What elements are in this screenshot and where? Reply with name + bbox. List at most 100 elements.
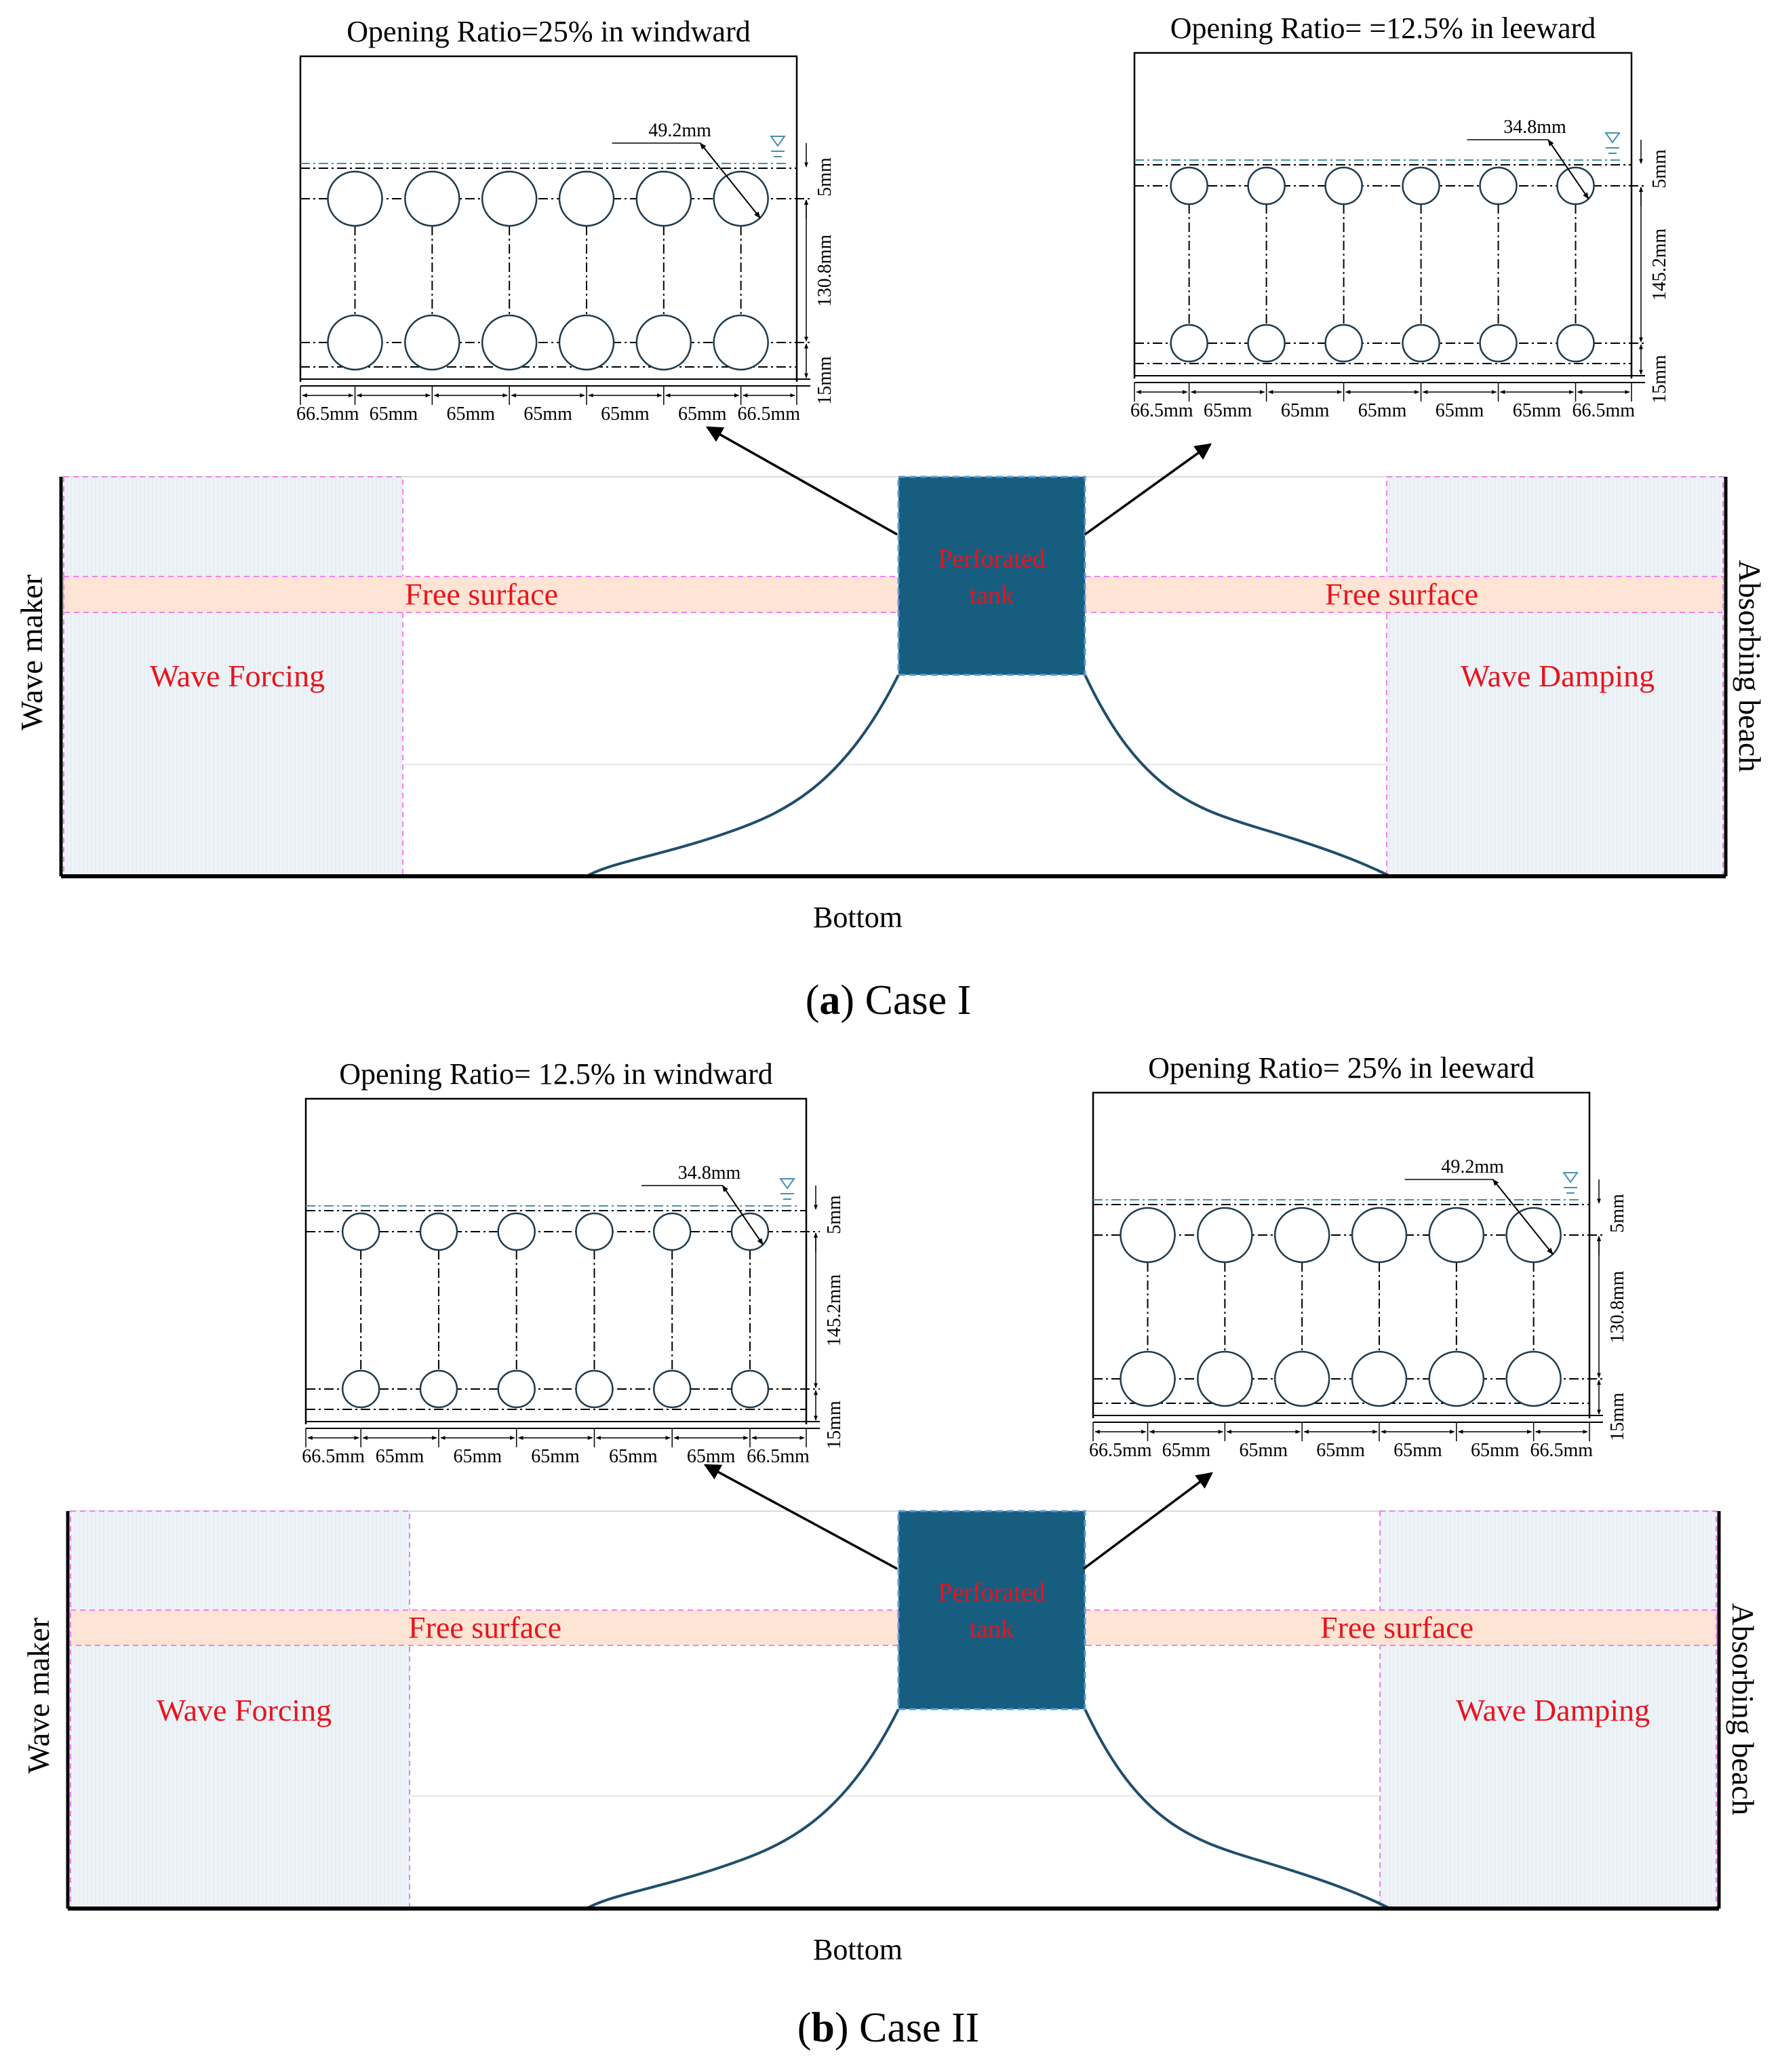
opening-hole bbox=[1273, 1207, 1330, 1264]
slope-left bbox=[586, 1708, 900, 1910]
opening-hole bbox=[1120, 1350, 1176, 1407]
free-surface-label-left: Free surface bbox=[408, 1610, 561, 1645]
inset-a-leeward: Opening Ratio= =12.5% in leeward 66.5mm 65… bbox=[1130, 12, 1670, 421]
free-surface-label-right: Free surface bbox=[1320, 1610, 1474, 1645]
diameter-label: 34.8mm bbox=[1503, 117, 1566, 138]
panel-caption-letter: b bbox=[811, 2005, 834, 2051]
perforated-tank bbox=[897, 1510, 1086, 1711]
top-dim-label: 5mm bbox=[814, 157, 835, 197]
inset-frame bbox=[304, 1097, 808, 1424]
opening-hole bbox=[481, 314, 538, 371]
panel-caption-letter: a bbox=[819, 977, 840, 1023]
opening-hole bbox=[635, 170, 692, 227]
opening-hole bbox=[575, 1212, 614, 1251]
spacing-label: 65mm bbox=[1358, 400, 1407, 421]
bottom-label: Bottom bbox=[813, 1933, 903, 1966]
panel-caption: (b) Case II bbox=[797, 2005, 980, 2051]
spacing-label: 65mm bbox=[1239, 1440, 1288, 1461]
opening-hole bbox=[327, 170, 383, 227]
opening-hole bbox=[1247, 166, 1286, 206]
spacing-label: 66.5mm bbox=[747, 1446, 810, 1467]
wave-forcing-zone bbox=[70, 1510, 410, 1909]
opening-hole bbox=[575, 1369, 614, 1409]
opening-hole bbox=[341, 1369, 380, 1409]
spacing-label: 66.5mm bbox=[1572, 400, 1635, 421]
spacing-label: 65mm bbox=[1281, 400, 1330, 421]
mid-dim-label: 130.8mm bbox=[814, 235, 835, 307]
perforated-tank bbox=[897, 475, 1086, 676]
opening-hole bbox=[1170, 324, 1208, 363]
spacing-label: 65mm bbox=[1513, 400, 1562, 421]
wave-forcing-label: Wave Forcing bbox=[157, 1693, 332, 1727]
wave-damping-zone bbox=[1386, 476, 1724, 877]
wave-forcing-zone bbox=[63, 476, 403, 877]
mid-dim-label: 145.2mm bbox=[1649, 229, 1670, 301]
opening-hole bbox=[341, 1212, 380, 1251]
opening-hole bbox=[1402, 166, 1440, 206]
spacing-label: 65mm bbox=[601, 404, 650, 425]
wave-maker-label: Wave maker bbox=[14, 574, 49, 730]
spacing-label: 65mm bbox=[531, 1446, 580, 1467]
diameter-label: 34.8mm bbox=[678, 1162, 741, 1184]
opening-hole bbox=[1428, 1350, 1485, 1407]
pointer-arrow bbox=[1082, 1472, 1213, 1570]
free-surface-band-right bbox=[1084, 576, 1724, 613]
spacing-label: 65mm bbox=[376, 1446, 424, 1467]
opening-hole bbox=[419, 1369, 458, 1409]
wave-forcing-label: Wave Forcing bbox=[150, 659, 325, 693]
top-dim-label: 5mm bbox=[1649, 149, 1670, 189]
inset-title: Opening Ratio=25% in windward bbox=[347, 15, 751, 48]
spacing-label: 65mm bbox=[1471, 1440, 1520, 1461]
opening-hole bbox=[1197, 1350, 1253, 1407]
opening-hole bbox=[1324, 324, 1363, 363]
top-dim-label: 5mm bbox=[1607, 1194, 1628, 1233]
tank-label-line1: Perforated bbox=[938, 545, 1045, 573]
opening-hole bbox=[558, 314, 615, 371]
diameter-arrow bbox=[699, 142, 761, 219]
free-surface-band-right bbox=[1084, 1609, 1717, 1646]
opening-hole bbox=[497, 1212, 536, 1251]
panel-caption: (a) Case I bbox=[806, 977, 971, 1023]
wave-damping-zone bbox=[1379, 1510, 1717, 1909]
water-level-symbol bbox=[779, 1178, 795, 1190]
wave-maker-label: Wave maker bbox=[21, 1618, 56, 1774]
pointer-arrow bbox=[703, 1464, 898, 1570]
wave-damping-label: Wave Damping bbox=[1461, 659, 1655, 693]
spacing-label: 66.5mm bbox=[302, 1446, 365, 1467]
opening-hole bbox=[1428, 1207, 1485, 1264]
diameter-label: 49.2mm bbox=[648, 120, 711, 141]
free-surface-band-left bbox=[70, 1609, 899, 1646]
opening-hole bbox=[1479, 324, 1518, 363]
pointer-arrow bbox=[1084, 443, 1212, 536]
inset-frame bbox=[1133, 52, 1633, 378]
opening-hole bbox=[652, 1212, 692, 1251]
spacing-label: 66.5mm bbox=[738, 404, 801, 425]
inset-title: Opening Ratio= =12.5% in leeward bbox=[1170, 12, 1596, 45]
opening-hole bbox=[1505, 1350, 1562, 1407]
opening-hole bbox=[1402, 324, 1440, 363]
slope-right bbox=[1084, 674, 1391, 878]
opening-hole bbox=[652, 1369, 692, 1409]
opening-hole bbox=[327, 314, 383, 371]
opening-hole bbox=[1351, 1350, 1408, 1407]
wave-damping-label: Wave Damping bbox=[1456, 1693, 1650, 1727]
spacing-label: 65mm bbox=[1316, 1440, 1365, 1461]
bot-dim-label: 15mm bbox=[814, 356, 835, 405]
free-surface-band-left bbox=[63, 576, 899, 613]
opening-hole bbox=[713, 314, 769, 371]
mid-dim-label: 145.2mm bbox=[824, 1274, 845, 1347]
bot-dim-label: 15mm bbox=[1649, 355, 1670, 404]
mid-dim-label: 130.8mm bbox=[1607, 1271, 1628, 1344]
spacing-label: 65mm bbox=[687, 1446, 736, 1467]
tank-label-line2: tank bbox=[970, 581, 1014, 610]
diameter-arrow bbox=[1492, 1179, 1554, 1255]
spacing-label: 65mm bbox=[446, 404, 495, 425]
slope-left bbox=[586, 674, 900, 878]
diameter-label: 49.2mm bbox=[1441, 1156, 1504, 1177]
spacing-label: 65mm bbox=[454, 1446, 502, 1467]
inset-title: Opening Ratio= 25% in leeward bbox=[1148, 1051, 1535, 1084]
bot-dim-label: 15mm bbox=[824, 1401, 845, 1449]
